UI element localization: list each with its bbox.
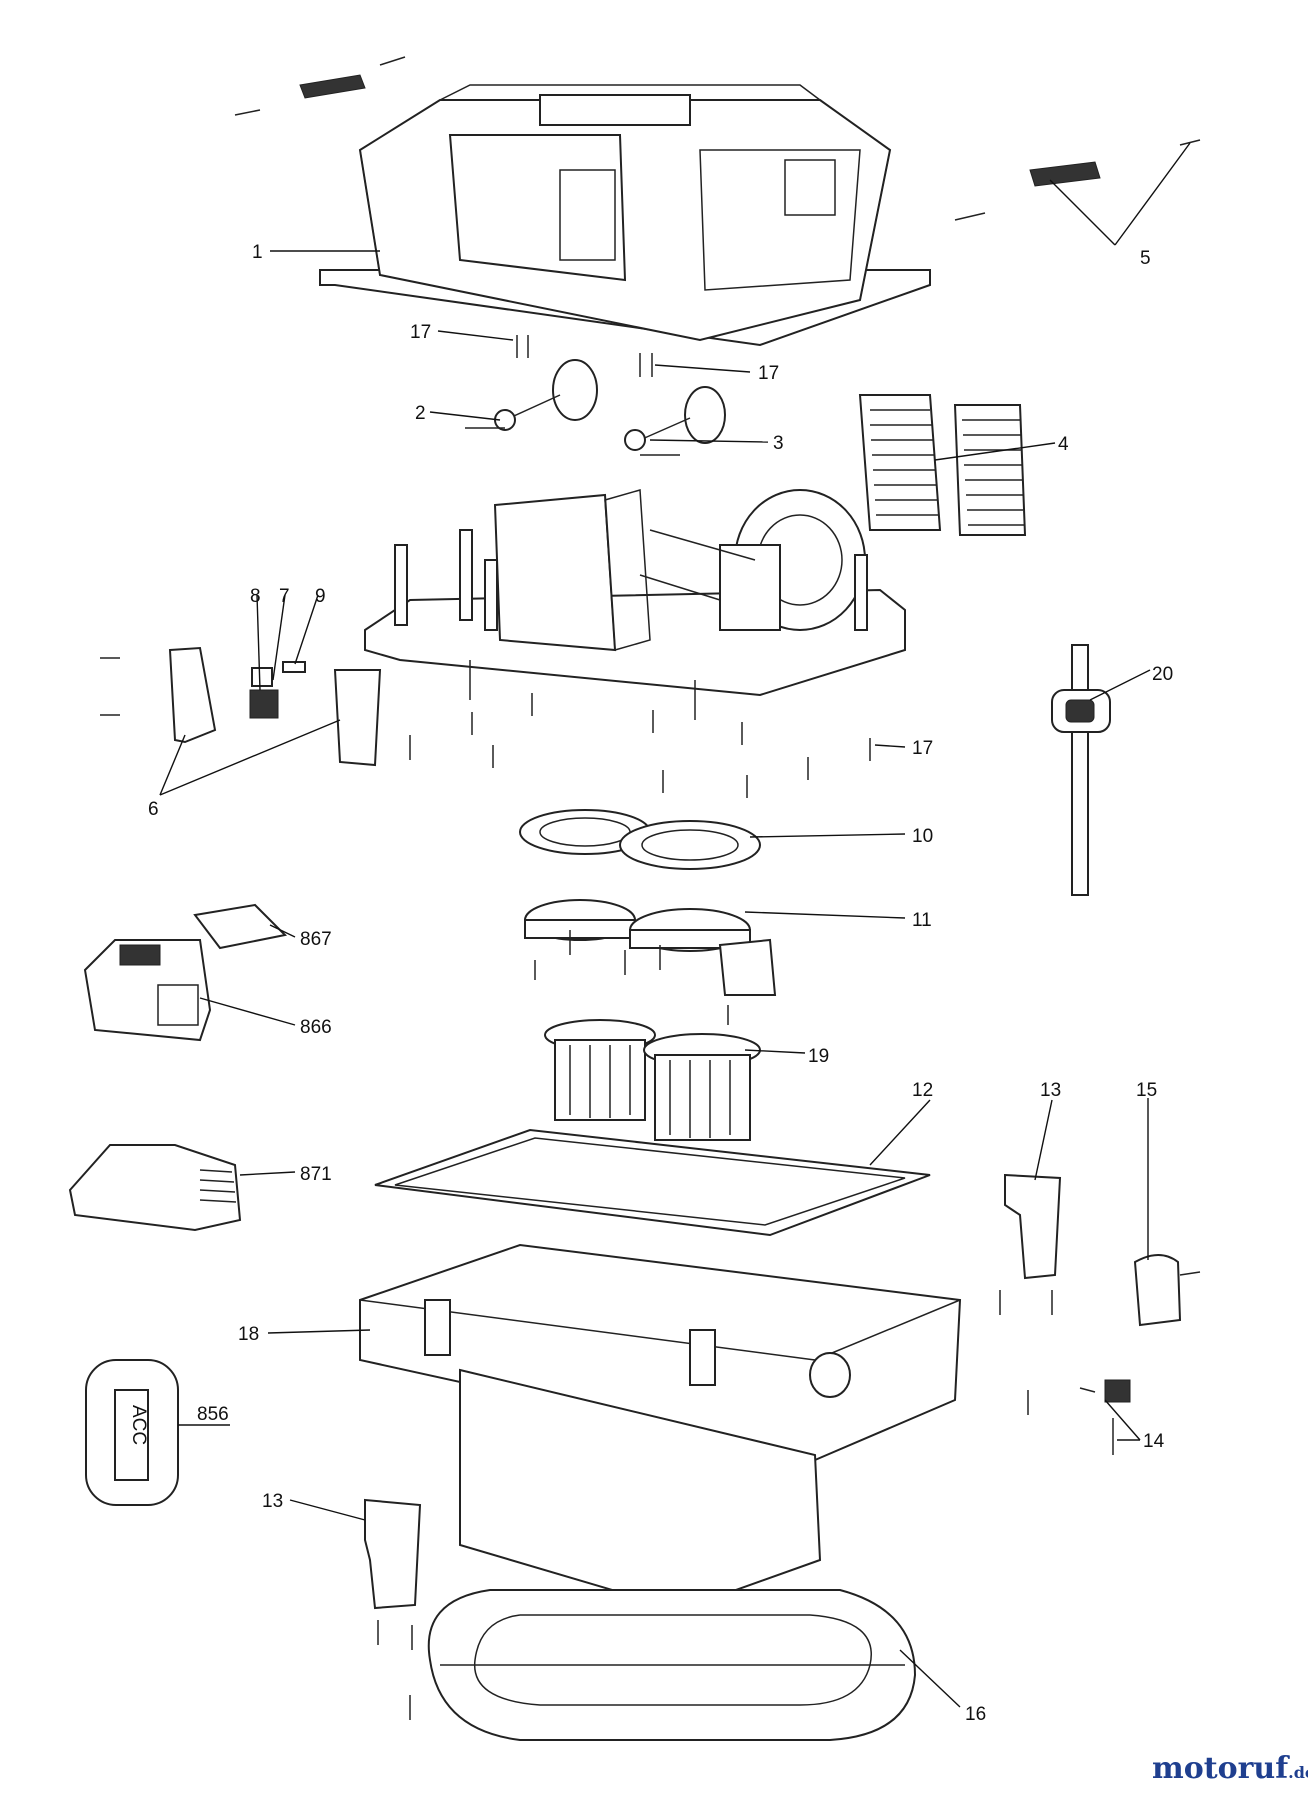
- part-4-filters: [858, 394, 1027, 536]
- callout-866: 866: [300, 1017, 332, 1038]
- part-10-gaskets: [519, 809, 761, 870]
- callout-5: 5: [1140, 248, 1151, 269]
- watermark-name: motoruf: [1152, 1751, 1290, 1786]
- callout-1: 1: [252, 242, 263, 263]
- callout-9: 9: [315, 586, 326, 607]
- label-856-text: ACC: [128, 1405, 149, 1445]
- part-9-label: [282, 661, 306, 673]
- callout-8: 8: [250, 586, 261, 607]
- callout-16: 16: [965, 1704, 986, 1725]
- callout-14: 14: [1143, 1431, 1165, 1452]
- part-13-bracket-right: [999, 1173, 1062, 1315]
- callout-10: 10: [912, 826, 933, 847]
- part-14-latch-parts: [1027, 1379, 1131, 1455]
- watermark-logo: motoruf.de: [1152, 1751, 1308, 1786]
- part-19-filter-cages: [544, 1019, 761, 1141]
- part-13-bracket-left: [364, 1498, 422, 1720]
- part-20-strap: [1051, 644, 1111, 896]
- part-7-switch: [249, 689, 279, 719]
- motor-housing: [364, 489, 906, 720]
- callout-17-top-right: 17: [758, 363, 779, 384]
- callout-4: 4: [1058, 434, 1069, 455]
- callout-867: 867: [300, 929, 332, 950]
- part-1-top-cover: [319, 84, 931, 347]
- part-15-clip: [1133, 1254, 1201, 1327]
- svg-text:motoruf.de: motoruf.de: [1152, 1751, 1308, 1786]
- callout-12: 12: [912, 1080, 933, 1101]
- part-856-label: ACC: [85, 1359, 179, 1506]
- part-18-tank: [359, 1243, 962, 1612]
- callout-17-top-left: 17: [410, 322, 431, 343]
- callouts: 1 5 17 17 2 3 4 8 7 9 6 20 17 10 11 867 …: [148, 242, 1173, 1725]
- callout-856: 856: [197, 1404, 229, 1425]
- callout-17-middle: 17: [912, 738, 933, 759]
- part-11-filter-mounts: [524, 899, 777, 1025]
- part-6-brackets: [100, 646, 382, 767]
- part-8-switch-cap: [251, 667, 273, 687]
- part-871-charger: [68, 1144, 242, 1232]
- callout-871: 871: [300, 1164, 332, 1185]
- watermark-tld: .de: [1288, 1763, 1308, 1782]
- part-3-float-valve: [624, 386, 726, 456]
- part-5-latches: [234, 56, 1201, 221]
- part-17-screws-top: [516, 335, 653, 377]
- part-12-seal: [374, 1128, 931, 1237]
- callout-13-left: 13: [262, 1491, 283, 1512]
- part-2-float-valve: [465, 359, 598, 431]
- callout-3: 3: [773, 433, 784, 454]
- part-17-screws-middle: [409, 693, 871, 798]
- callout-2: 2: [415, 403, 426, 424]
- callout-13-right: 13: [1040, 1080, 1061, 1101]
- part-866-battery: [83, 939, 212, 1042]
- part-16-hose: [427, 1589, 917, 1741]
- callout-15: 15: [1136, 1080, 1157, 1101]
- part-867-battery-cover: [193, 903, 288, 950]
- callout-20: 20: [1152, 664, 1173, 685]
- callout-7: 7: [279, 586, 290, 607]
- callout-6: 6: [148, 799, 159, 820]
- callout-18: 18: [238, 1324, 259, 1345]
- leader-lines: [159, 142, 1191, 1708]
- callout-11: 11: [912, 910, 932, 931]
- callout-19: 19: [808, 1046, 829, 1067]
